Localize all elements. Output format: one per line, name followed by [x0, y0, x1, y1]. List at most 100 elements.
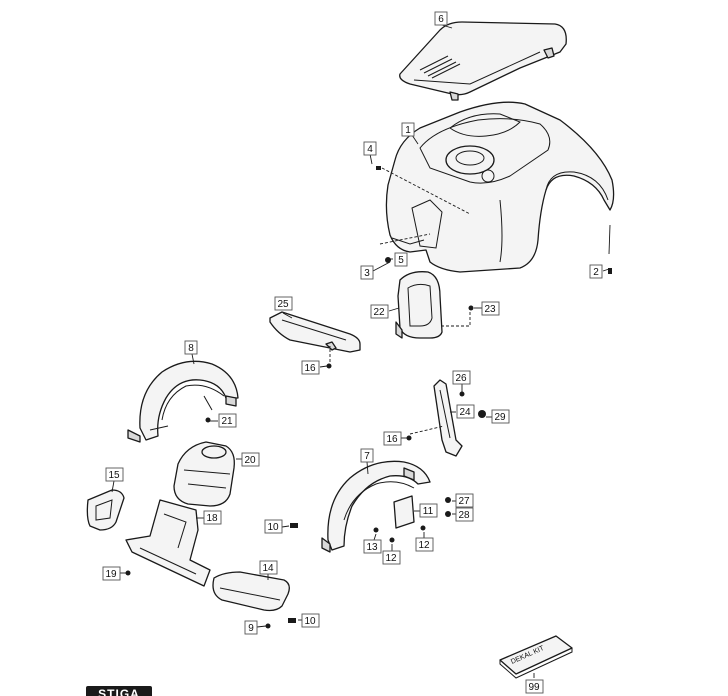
svg-text:9: 9 — [248, 623, 254, 634]
leader-lines — [111, 24, 611, 678]
svg-text:12: 12 — [385, 553, 397, 564]
part-small-bracket[interactable] — [86, 489, 125, 531]
screw-26 — [459, 391, 465, 397]
screw-16-upper — [326, 363, 332, 369]
svg-text:STIGA: STIGA — [98, 687, 140, 696]
callout-27: 27 — [455, 493, 474, 508]
screw-9 — [265, 623, 271, 629]
svg-text:20: 20 — [244, 455, 256, 466]
washer-5 — [385, 257, 391, 263]
part-lever[interactable] — [433, 379, 463, 457]
callout-4: 4 — [363, 141, 377, 156]
callout-10-lower: 10 — [301, 613, 320, 628]
part-plate[interactable] — [393, 495, 415, 529]
part-long-bracket[interactable] — [269, 311, 361, 353]
callout-19: 19 — [102, 566, 121, 581]
svg-text:25: 25 — [277, 299, 289, 310]
svg-text:4: 4 — [367, 144, 373, 155]
part-main-body[interactable] — [385, 101, 615, 273]
svg-text:29: 29 — [494, 412, 506, 423]
brand-logo: STIGA — [86, 686, 152, 696]
svg-text:18: 18 — [206, 513, 218, 524]
svg-text:8: 8 — [188, 343, 194, 354]
callout-18: 18 — [203, 510, 222, 525]
svg-text:13: 13 — [366, 542, 378, 553]
callout-16-lower: 16 — [383, 431, 402, 446]
callout-8: 8 — [184, 340, 198, 355]
callout-12-a: 12 — [382, 550, 401, 565]
screw-12-b — [420, 525, 426, 531]
svg-text:15: 15 — [108, 470, 120, 481]
callout-5: 5 — [394, 252, 408, 267]
part-decal-kit[interactable]: DEKAL KIT — [499, 635, 573, 679]
callout-99: 99 — [525, 679, 544, 694]
callout-9: 9 — [244, 620, 258, 635]
callout-13: 13 — [363, 539, 382, 554]
part-rear-fender-right[interactable] — [321, 460, 431, 553]
nut-28 — [445, 511, 451, 517]
part-tank[interactable] — [173, 441, 235, 507]
clip-10-lower — [288, 618, 296, 623]
svg-text:16: 16 — [304, 363, 316, 374]
callout-1: 1 — [401, 122, 415, 137]
callout-16-upper: 16 — [301, 360, 320, 375]
callout-14: 14 — [259, 560, 278, 575]
callout-26: 26 — [452, 370, 471, 385]
svg-text:1: 1 — [405, 125, 411, 136]
part-footplate[interactable] — [125, 499, 211, 587]
callout-12-b: 12 — [415, 537, 434, 552]
svg-text:24: 24 — [459, 407, 471, 418]
clip-10-upper — [290, 523, 298, 528]
part-bracket[interactable] — [395, 271, 443, 339]
svg-text:3: 3 — [364, 268, 370, 279]
svg-text:7: 7 — [364, 451, 370, 462]
screw-4 — [376, 166, 381, 170]
svg-text:21: 21 — [221, 416, 233, 427]
svg-text:28: 28 — [458, 510, 470, 521]
part-rear-fender-left[interactable] — [127, 360, 239, 443]
svg-text:19: 19 — [105, 569, 117, 580]
callout-28: 28 — [455, 507, 474, 522]
callout-22: 22 — [370, 304, 389, 319]
screw-21 — [205, 417, 211, 423]
screw-23 — [468, 305, 474, 311]
callout-10-upper: 10 — [264, 519, 283, 534]
svg-text:26: 26 — [455, 373, 467, 384]
screw-2 — [608, 268, 612, 274]
svg-text:23: 23 — [484, 304, 496, 315]
screw-16-lower — [406, 435, 412, 441]
svg-text:12: 12 — [418, 540, 430, 551]
svg-text:10: 10 — [267, 522, 279, 533]
svg-text:16: 16 — [386, 434, 398, 445]
callout-20: 20 — [241, 452, 260, 467]
fasteners — [125, 166, 612, 629]
callout-25: 25 — [274, 296, 293, 311]
part-seat-cover[interactable] — [399, 21, 567, 101]
svg-text:22: 22 — [373, 307, 385, 318]
svg-text:11: 11 — [423, 506, 434, 517]
screw-19 — [125, 570, 131, 576]
callout-29: 29 — [491, 409, 510, 424]
callout-2: 2 — [589, 264, 603, 279]
callout-11: 11 — [419, 503, 438, 518]
knob-29 — [478, 410, 486, 418]
svg-text:99: 99 — [528, 682, 540, 693]
callout-15: 15 — [105, 467, 124, 482]
washer-27 — [445, 497, 451, 503]
svg-text:14: 14 — [262, 563, 274, 574]
callout-3: 3 — [360, 265, 374, 280]
svg-text:2: 2 — [593, 267, 599, 278]
washer-13 — [373, 527, 379, 533]
part-step-panel[interactable] — [212, 571, 290, 612]
callout-6: 6 — [434, 11, 448, 26]
svg-text:10: 10 — [304, 616, 316, 627]
svg-text:27: 27 — [458, 496, 470, 507]
callout-23: 23 — [481, 301, 500, 316]
callout-21: 21 — [218, 413, 237, 428]
svg-text:5: 5 — [398, 255, 404, 266]
svg-text:6: 6 — [438, 14, 444, 25]
screw-12-a — [389, 537, 395, 543]
callout-24: 24 — [456, 404, 475, 419]
callout-7: 7 — [360, 448, 374, 463]
